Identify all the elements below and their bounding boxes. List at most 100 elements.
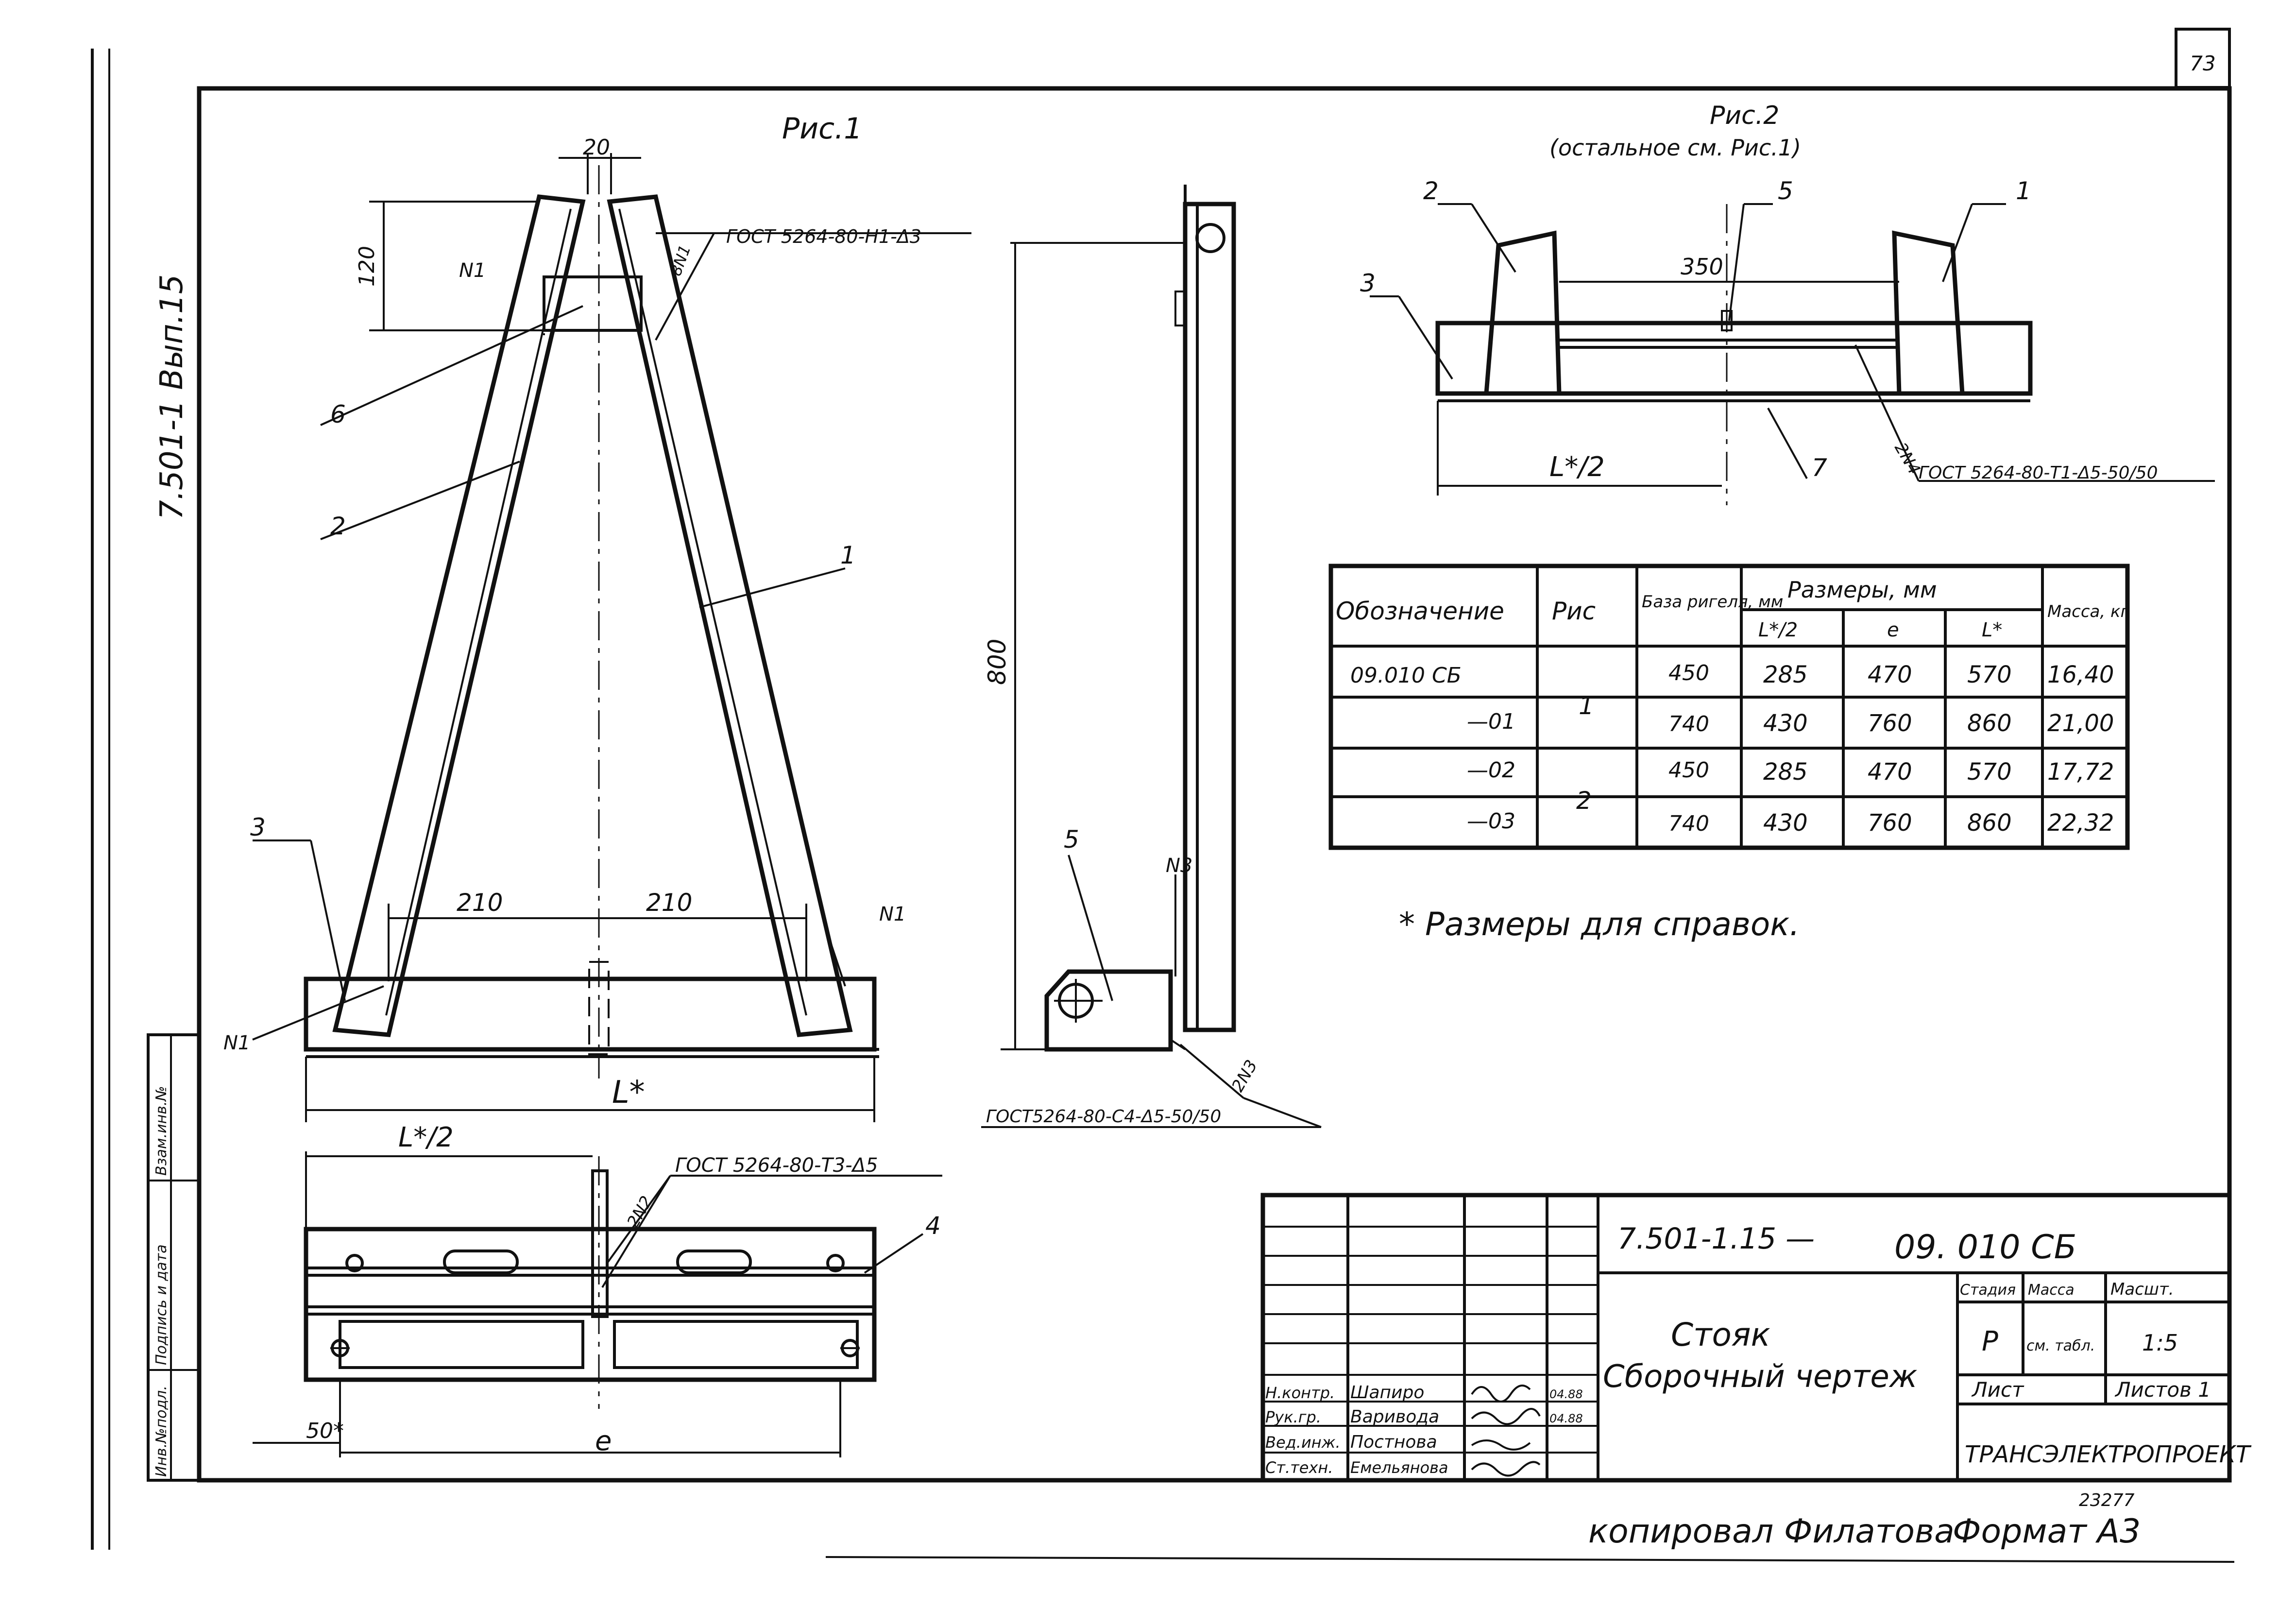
table-cell: —03: [1467, 809, 1515, 834]
fig1-dim-800: 800: [983, 639, 1011, 685]
fig1-plan-dim-half: L*/2: [398, 1122, 454, 1153]
fig1-dim-210-left: 210: [457, 889, 503, 917]
signature-scribble: [1471, 1439, 1531, 1451]
table-row: —03 740 430 760 860 22,32: [1467, 809, 2114, 837]
strip-label: Подпись и дата: [153, 1245, 170, 1366]
doc-type: Сборочный чертеж: [1603, 1359, 1918, 1395]
position-1: 1: [840, 541, 856, 569]
signature-scribble: [1471, 1385, 1531, 1403]
company-name: ТРАНСЭЛЕКТРОПРОЕКТ: [1965, 1441, 2252, 1468]
table-cell: 430: [1763, 710, 1808, 737]
table-cell: 430: [1763, 809, 1808, 837]
table-cell: 450: [1668, 758, 1709, 783]
position-3: 3: [250, 813, 266, 841]
signature-row: Ст.техн. Емельянова: [1265, 1458, 1448, 1477]
fig1-dim-top: 20: [583, 135, 610, 160]
fig1-weld-top: ГОСТ 5264-80-Н1-Δ3: [726, 226, 921, 247]
position-6: 6: [330, 400, 346, 428]
sign-date: 04.88: [1549, 1387, 1583, 1401]
size-table: [1328, 564, 2130, 850]
sheet-format: Формат А3: [1953, 1512, 2141, 1551]
footer-line: [825, 1556, 2235, 1563]
stamp-mass: см. табл.: [2026, 1337, 2095, 1354]
fig1-side-view: [981, 185, 1322, 1128]
signature-scribble: [1471, 1461, 1541, 1477]
doc-name: Стояк: [1671, 1316, 1770, 1353]
signature-row: Рук.гр. Варивода 04.88: [1265, 1407, 1583, 1427]
fig1-weld-top-mark: 8N1: [666, 242, 695, 278]
fig2-view: [1370, 203, 2215, 505]
role: Ст.техн.: [1265, 1458, 1333, 1477]
signature-row: Н.контр. Шапиро 04.88: [1265, 1383, 1583, 1403]
stamp-scale-label: Масшт.: [2110, 1280, 2174, 1299]
table-cell: 16,40: [2047, 661, 2114, 688]
copied-by: копировал Филатова: [1588, 1512, 1955, 1551]
table-head-mass: Масса, кг: [2047, 602, 2130, 621]
fig2-position-1: 1: [2016, 177, 2031, 205]
table-cell: 09.010 СБ: [1350, 663, 1462, 688]
fig2-title: Рис.2: [1710, 101, 1779, 130]
fig1-weld-side: ГОСТ5264-80-С4-Δ5-50/50: [986, 1107, 1221, 1127]
table-head-sub: e: [1887, 619, 1899, 641]
table-cell: 760: [1868, 710, 1912, 737]
fig1-plan-view: [253, 1151, 942, 1457]
sign-date: 04.88: [1549, 1412, 1583, 1425]
table-head-sub: L*/2: [1758, 619, 1798, 641]
table-cell: 21,00: [2047, 710, 2114, 737]
strip-label: Взам.инв.№: [153, 1086, 170, 1176]
doc-code: 7.501-1.15 —: [1617, 1222, 1815, 1256]
fig2-subtitle: (остальное см. Рис.1): [1549, 135, 1801, 161]
table-cell: 470: [1868, 661, 1912, 688]
table-cell: 285: [1763, 758, 1808, 786]
fig2-dim-350: 350: [1681, 254, 1723, 280]
strip-label: Инв.№подл.: [153, 1386, 170, 1477]
weld-label: N1: [223, 1032, 250, 1054]
table-head-dims: Размеры, мм: [1787, 577, 1937, 603]
fig1-front-view: [252, 153, 971, 1122]
fig2-position-5: 5: [1778, 177, 1793, 205]
table-cell: 570: [1967, 758, 2012, 786]
position-4: 4: [925, 1212, 941, 1240]
fig2-weld: ГОСТ 5264-80-Т1-Δ5-50/50: [1919, 463, 2158, 483]
table-cell: 860: [1967, 710, 2012, 737]
fig1-weld-plan: ГОСТ 5264-80-Т3-Δ5: [675, 1154, 878, 1177]
side-label: 7.501-1 Вып.15: [154, 274, 190, 520]
weld-label: N1: [879, 903, 906, 925]
note-reference-dims: * Размеры для справок.: [1399, 906, 1800, 943]
fig1-dim-120: 120: [355, 246, 379, 287]
stamp-stage-label: Стадия: [1960, 1282, 2016, 1299]
page-number: 73: [2190, 51, 2215, 75]
doc-number: 09. 010 СБ: [1894, 1228, 2076, 1267]
title-block: [1260, 1193, 2232, 1483]
table-cell: —02: [1467, 758, 1515, 783]
table-cell: 285: [1763, 661, 1808, 688]
order-number: 23277: [2079, 1490, 2135, 1510]
role: Вед.инж.: [1265, 1433, 1341, 1452]
table-cell: 570: [1967, 661, 2012, 688]
role: Рук.гр.: [1265, 1408, 1321, 1426]
signer-name: Варивода: [1350, 1407, 1439, 1427]
drawing-frame: [197, 86, 2232, 1483]
stamp-scale: 1:5: [2142, 1330, 2178, 1356]
fig1-title: Рис.1: [782, 112, 862, 146]
signature-scribble: [1471, 1408, 1541, 1425]
stamp-sheets-label: Листов 1: [2114, 1378, 2211, 1402]
stamp-mass-label: Масса: [2028, 1282, 2075, 1299]
fig1-dim-210-right: 210: [646, 889, 692, 917]
signer-name: Емельянова: [1350, 1458, 1448, 1477]
signer-name: Шапиро: [1350, 1383, 1424, 1403]
table-cell: 860: [1967, 809, 2012, 837]
fig2-dim-half: L*/2: [1549, 451, 1605, 483]
table-cell: 2: [1576, 787, 1592, 815]
fig2-position-2: 2: [1423, 177, 1439, 205]
table-row: —02 2 450 285 470 570 17,72: [1467, 758, 2114, 815]
role: Н.контр.: [1265, 1384, 1335, 1402]
table-cell: 22,32: [2047, 809, 2114, 837]
table-cell: 760: [1868, 809, 1912, 837]
fig1-plan-dim-e: e: [595, 1425, 612, 1457]
table-head-base: База ригеля, мм: [1642, 592, 1783, 612]
table-head-designation: Обозначение: [1336, 597, 1504, 625]
table-row: 09.010 СБ 1 450 285 470 570 16,40: [1350, 661, 2114, 720]
table-cell: 470: [1868, 758, 1912, 786]
